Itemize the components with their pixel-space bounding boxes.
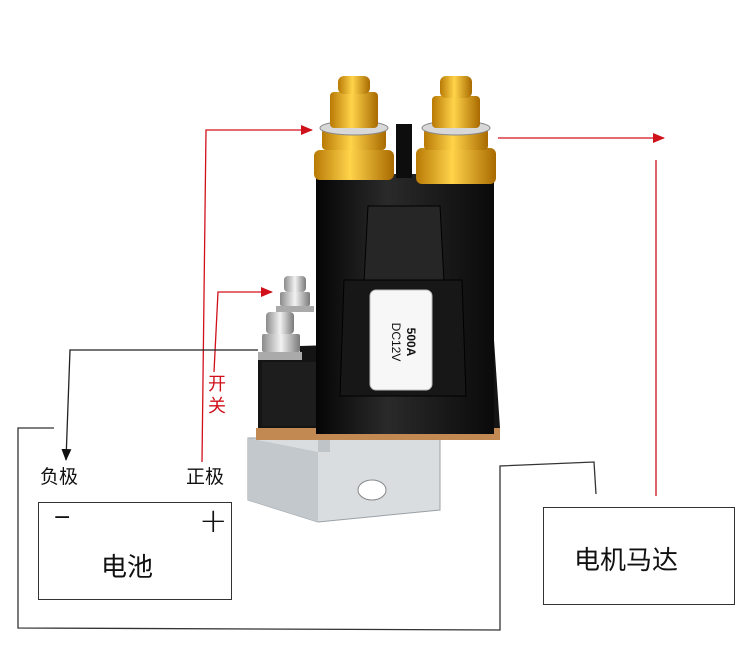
relay-current-rating: 500A: [403, 302, 418, 382]
battery-positive-label: 正极: [186, 462, 224, 489]
relay-image: [248, 76, 500, 522]
battery-negative-label: 负极: [40, 462, 78, 489]
motor-box: 电机马达: [543, 507, 735, 605]
battery-name: 电池: [101, 547, 153, 584]
minus-sign: −: [53, 505, 71, 530]
main-terminal-left: [314, 76, 394, 180]
relay-cap: [364, 206, 444, 282]
battery-box: − + 电池: [38, 502, 232, 600]
relay-rating-label: 500A DC12V: [386, 302, 418, 382]
relay-voltage-rating: DC12V: [388, 302, 403, 382]
motor-name: 电机马达: [574, 540, 678, 577]
coil-terminal-lower: [258, 312, 302, 360]
main-terminal-right: [416, 76, 496, 184]
coil-terminal-upper: [276, 276, 314, 312]
plus-sign: +: [199, 501, 228, 541]
switch-label: 开关: [208, 374, 230, 418]
